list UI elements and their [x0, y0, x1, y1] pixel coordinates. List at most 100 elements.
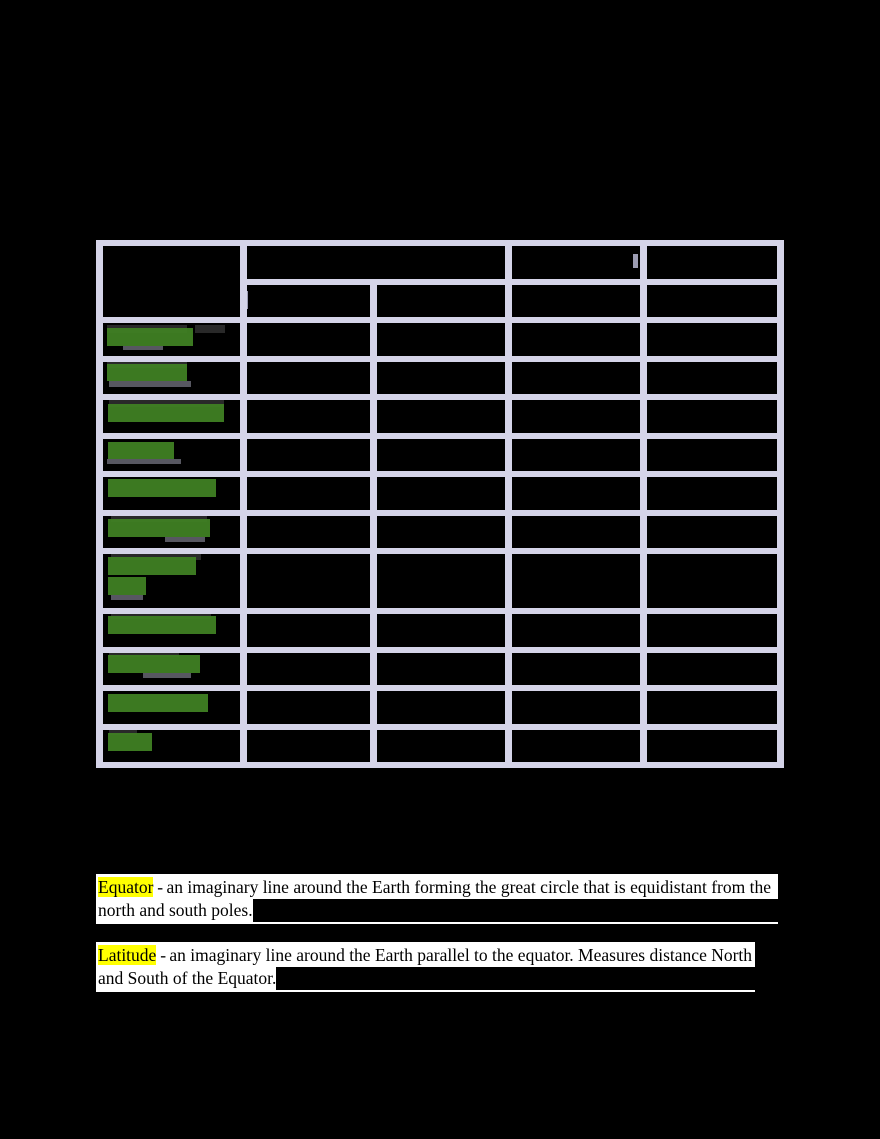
row-2-cell-1 [246, 400, 370, 433]
row-6-cell-1 [246, 554, 370, 608]
row-label-highlight [107, 363, 187, 381]
header-cell-corner [103, 246, 240, 317]
row-1-cell-2 [376, 361, 506, 394]
row-10-cell-3 [512, 729, 641, 762]
row-label-highlight [108, 732, 152, 751]
row-6-cell-3 [512, 554, 641, 608]
row-10-cell-4 [647, 729, 777, 762]
subheader-cell-3 [512, 284, 641, 317]
definition-latitude-text-2: and South of the Equator. [98, 967, 277, 990]
row-7-cell-3 [512, 614, 641, 647]
row-7-cell-4 [647, 614, 777, 647]
row-8-cell-4 [647, 652, 777, 685]
definition-equator-line-1: Equator - an imaginary line around the E… [98, 876, 778, 899]
row-label-cell-1 [103, 361, 240, 394]
row-label-cell-6 [103, 554, 240, 608]
table-header-row-1 [103, 246, 777, 317]
redaction-clip-strip [755, 942, 765, 970]
row-5-cell-4 [647, 515, 777, 548]
row-10-cell-1 [246, 729, 370, 762]
row-5-cell-3 [512, 515, 641, 548]
header-cell-group-3 [647, 246, 777, 279]
table-row [103, 729, 777, 762]
table-row [103, 614, 777, 647]
definition-equator-text-2: north and south poles. [98, 899, 253, 922]
row-3-cell-2 [376, 438, 506, 471]
row-2-cell-2 [376, 400, 506, 433]
row-6-cell-2 [376, 554, 506, 608]
table-row [103, 400, 777, 433]
row-label-cell-7 [103, 614, 240, 647]
definition-separator: - [153, 877, 167, 897]
row-label-highlight [108, 616, 216, 634]
row-label-highlight [108, 694, 208, 712]
row-6-cell-4 [647, 554, 777, 608]
row-label-highlight [108, 654, 200, 673]
row-label-cell-2 [103, 400, 240, 433]
row-label-cell-8 [103, 652, 240, 685]
table-grid [96, 240, 784, 768]
stray-glyph-header [633, 254, 639, 268]
row-8-cell-3 [512, 652, 641, 685]
term-latitude: Latitude [98, 945, 157, 965]
subheader-cell-2 [376, 284, 506, 317]
row-2-cell-4 [647, 400, 777, 433]
row-label-highlight-line2 [108, 577, 146, 595]
term-equator: Equator [98, 877, 154, 897]
row-7-cell-2 [376, 614, 506, 647]
row-9-cell-1 [246, 691, 370, 724]
table-row [103, 477, 777, 510]
row-label-highlight [108, 404, 224, 422]
table-row [103, 361, 777, 394]
header-cell-group-2 [512, 246, 641, 279]
stray-glyph-subheader [246, 290, 248, 309]
definition-equator-line-2-wrap: north and south poles. [98, 899, 778, 922]
definition-latitude-text-1: an imaginary line around the Earth paral… [169, 945, 753, 965]
row-9-cell-3 [512, 691, 641, 724]
row-label-cell-9 [103, 691, 240, 724]
row-1-cell-3 [512, 361, 641, 394]
table-row [103, 323, 777, 356]
row-label-highlight [107, 328, 193, 346]
row-label-cell-3 [103, 438, 240, 471]
header-cell-group-1 [246, 246, 506, 279]
row-0-cell-3 [512, 323, 641, 356]
subheader-cell-1 [246, 284, 370, 317]
row-3-cell-4 [647, 438, 777, 471]
subheader-cell-4 [647, 284, 777, 317]
row-0-cell-4 [647, 323, 777, 356]
row-4-cell-4 [647, 477, 777, 510]
table-row [103, 691, 777, 724]
row-4-cell-3 [512, 477, 641, 510]
definition-equator: Equator - an imaginary line around the E… [96, 874, 778, 924]
row-8-cell-1 [246, 652, 370, 685]
row-label-cell-4 [103, 477, 240, 510]
row-2-cell-3 [512, 400, 641, 433]
row-4-cell-2 [376, 477, 506, 510]
definition-latitude-line-1: Latitude - an imaginary line around the … [98, 944, 755, 967]
row-5-cell-1 [246, 515, 370, 548]
table-row [103, 438, 777, 471]
row-0-cell-1 [246, 323, 370, 356]
row-label-cell-5 [103, 515, 240, 548]
table-row [103, 554, 777, 608]
row-label-highlight [108, 518, 210, 537]
row-9-cell-4 [647, 691, 777, 724]
table-row [103, 652, 777, 685]
row-3-cell-1 [246, 438, 370, 471]
definition-latitude: Latitude - an imaginary line around the … [96, 942, 755, 992]
row-label-highlight [108, 479, 216, 497]
row-10-cell-2 [376, 729, 506, 762]
row-1-cell-4 [647, 361, 777, 394]
table-row [103, 515, 777, 548]
definition-latitude-line-2-wrap: and South of the Equator. [98, 967, 755, 990]
table-header-row-2 [103, 284, 777, 317]
row-0-cell-2 [376, 323, 506, 356]
row-label-highlight [108, 441, 174, 459]
row-9-cell-2 [376, 691, 506, 724]
definition-separator: - [156, 945, 170, 965]
row-1-cell-1 [246, 361, 370, 394]
row-7-cell-1 [246, 614, 370, 647]
row-label-cell-0 [103, 323, 240, 356]
row-5-cell-2 [376, 515, 506, 548]
